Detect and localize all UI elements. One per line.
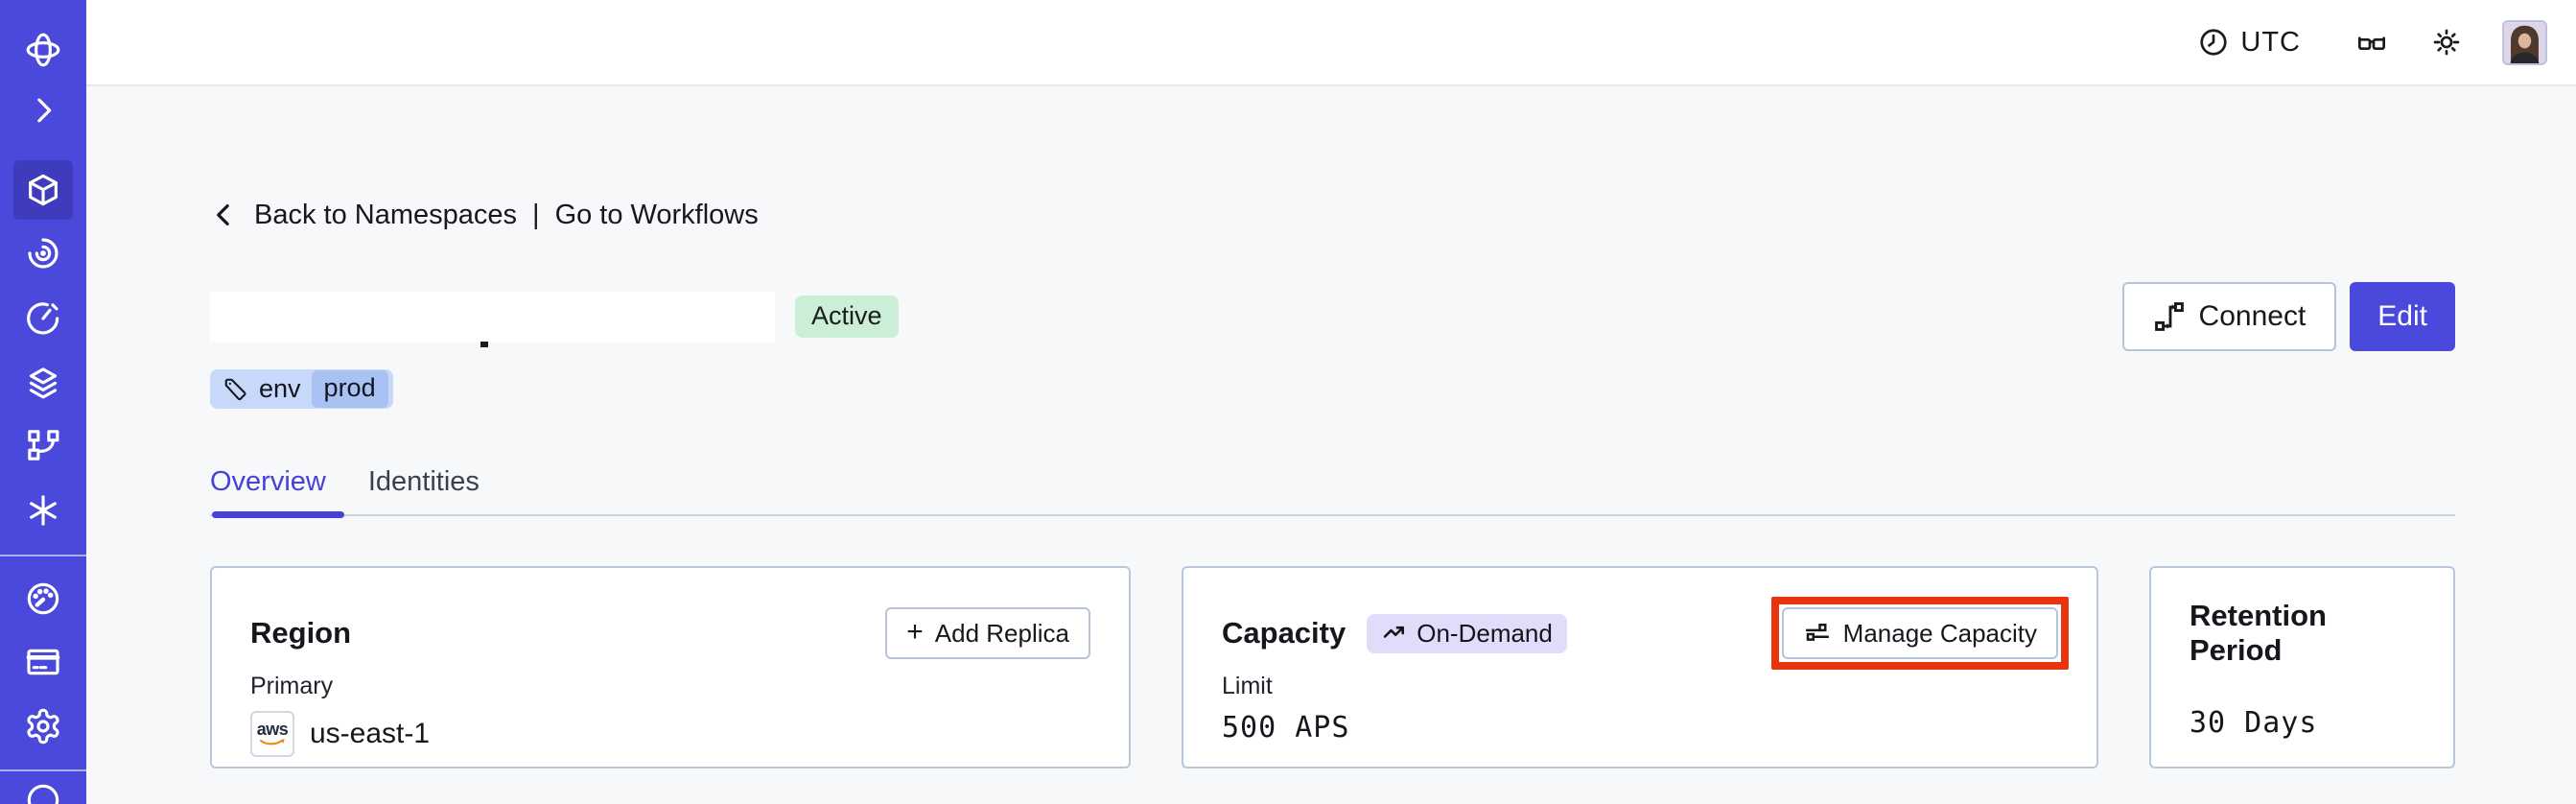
timezone-label: UTC: [2240, 26, 2301, 58]
add-replica-label: Add Replica: [934, 618, 1069, 648]
gear-icon: [27, 708, 59, 745]
namespace-tag: env prod: [210, 369, 393, 409]
breadcrumb-separator: |: [532, 199, 540, 230]
sidebar-item-account[interactable]: [13, 782, 73, 804]
tag-icon: [224, 378, 246, 401]
tag-value-chip: prod: [311, 370, 388, 408]
clock-icon: [2200, 29, 2227, 56]
manage-capacity-label: Manage Capacity: [1842, 618, 2037, 648]
sidebar-item-workers[interactable]: [13, 415, 73, 475]
aws-provider-chip: aws: [250, 711, 294, 757]
primary-label: Primary: [250, 673, 334, 699]
connect-button-label: Connect: [2198, 300, 2307, 332]
namespace-title-redacted: [210, 291, 775, 347]
retention-value: 30 Days: [2190, 706, 2318, 740]
sidebar-item-schedules[interactable]: [13, 289, 73, 348]
tag-key-label: env: [259, 374, 301, 403]
tab-identities[interactable]: Identities: [367, 466, 480, 497]
avatar-image: [2504, 21, 2545, 63]
sidebar-item-settings[interactable]: [13, 697, 73, 756]
capacity-card-title: Capacity: [1222, 616, 1347, 650]
connect-button[interactable]: Connect: [2121, 282, 2337, 351]
breadcrumb: Back to Namespaces | Go to Workflows: [210, 195, 2455, 235]
retention-card: Retention Period 30 Days: [2149, 566, 2455, 769]
gauge-icon: [27, 582, 59, 615]
sidebar-item-nexus[interactable]: [13, 224, 73, 283]
sidebar-item-batch[interactable]: [13, 481, 73, 540]
sidebar-item-billing[interactable]: [13, 632, 73, 692]
capacity-card: Capacity On-Demand Manage Capacity Limit: [1182, 566, 2098, 769]
sidebar-item-deployments[interactable]: [13, 353, 73, 413]
tab-bar: Overview Identities: [210, 466, 2455, 518]
status-badge: Active: [795, 296, 899, 338]
sidebar-expand-button[interactable]: [13, 81, 73, 140]
region-value: us-east-1: [310, 718, 431, 749]
region-card: Region + Add Replica Primary aws us-east…: [210, 566, 1131, 769]
namespace-header-row: Active Connect Edit: [210, 282, 2455, 351]
credit-card-icon: [26, 649, 60, 675]
clock-retry-icon: [27, 302, 59, 335]
chevron-right-icon: [37, 98, 52, 123]
cards-row: Region + Add Replica Primary aws us-east…: [210, 566, 2455, 769]
sidebar: [0, 0, 86, 804]
sliders-icon: [1805, 624, 1829, 641]
timezone-selector[interactable]: UTC: [2198, 27, 2301, 59]
branch-icon: [28, 430, 59, 461]
title-artifact-dot: [480, 341, 488, 347]
connect-flow-icon: [2154, 302, 2184, 331]
user-avatar[interactable]: [2502, 19, 2547, 65]
theme-toggle-button[interactable]: [2431, 27, 2462, 58]
chevron-left-icon[interactable]: [210, 201, 239, 229]
add-replica-button[interactable]: + Add Replica: [885, 607, 1090, 659]
layers-icon: [29, 367, 58, 399]
temporal-logo[interactable]: [13, 20, 73, 80]
sidebar-divider-bottom: [0, 769, 86, 771]
tab-overview[interactable]: Overview: [210, 466, 326, 497]
sidebar-divider: [0, 555, 86, 556]
breadcrumb-workflows-link[interactable]: Go to Workflows: [554, 199, 759, 230]
breadcrumb-back-link[interactable]: Back to Namespaces: [254, 199, 518, 230]
aws-smile-icon: [260, 739, 285, 745]
sidebar-item-usage[interactable]: [13, 569, 73, 628]
trend-up-icon: [1384, 626, 1405, 638]
edit-button[interactable]: Edit: [2350, 282, 2455, 351]
sidebar-item-namespaces[interactable]: [13, 160, 73, 220]
reader-glasses-icon: [2358, 36, 2385, 50]
region-card-title: Region: [250, 616, 352, 650]
retention-card-title: Retention Period: [2190, 599, 2327, 667]
main-content: Back to Namespaces | Go to Workflows Act…: [210, 86, 2455, 769]
limit-label: Limit: [1222, 673, 1273, 699]
circle-icon: [27, 784, 59, 804]
on-demand-badge: On-Demand: [1367, 613, 1567, 653]
spiral-icon: [28, 238, 59, 269]
manage-capacity-button[interactable]: Manage Capacity: [1781, 607, 2058, 659]
tag-row: env prod: [210, 369, 2455, 409]
aws-logo: aws: [256, 720, 289, 739]
cube-icon: [29, 174, 58, 206]
active-tab-underline: [212, 511, 344, 518]
plus-icon: +: [906, 615, 924, 648]
topbar: UTC: [86, 0, 2576, 86]
labs-mode-button[interactable]: [2356, 27, 2387, 58]
asterisk-icon: [30, 495, 57, 526]
on-demand-label: On-Demand: [1417, 618, 1553, 648]
capacity-value: 500 APS: [1222, 711, 1350, 745]
sun-icon: [2433, 29, 2460, 56]
edit-button-label: Edit: [2377, 300, 2427, 332]
